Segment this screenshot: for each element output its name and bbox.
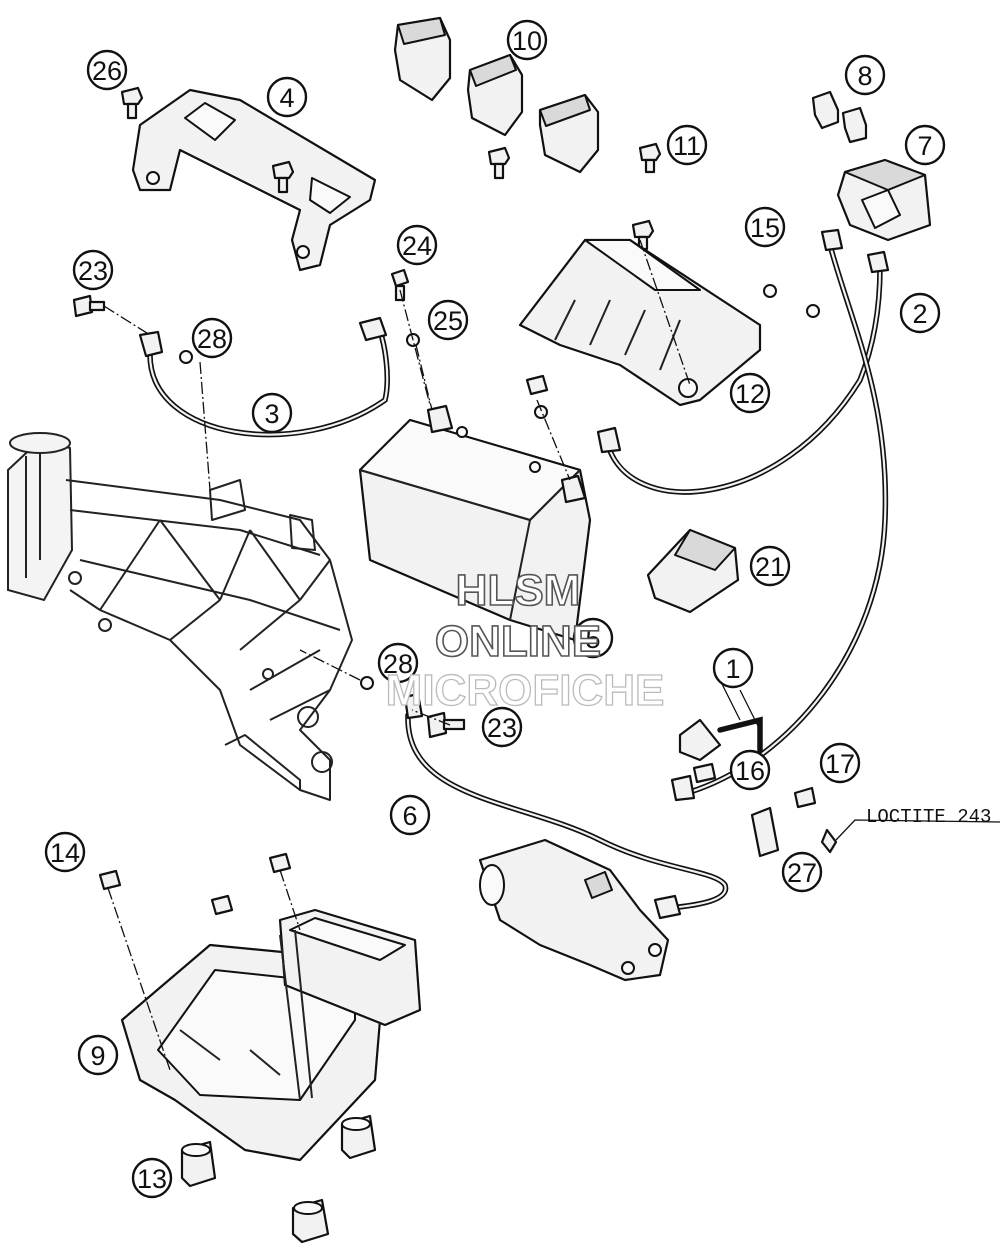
callout-1: 1 — [712, 647, 754, 689]
callout-7: 7 — [904, 124, 946, 166]
callout-9: 9 — [77, 1034, 119, 1076]
callout-circle — [729, 749, 771, 791]
callout-label: 6 — [402, 801, 417, 831]
battery-holder-bracket — [131, 88, 377, 272]
callout-circle — [712, 647, 754, 689]
callout-16: 16 — [729, 749, 771, 791]
callout-circle — [899, 292, 941, 334]
callout-24: 24 — [396, 224, 438, 266]
callout-circle — [749, 545, 791, 587]
callout-circle — [266, 76, 308, 118]
battery-cover — [518, 238, 762, 407]
callout-label: 16 — [735, 756, 765, 786]
callout-label: 12 — [735, 379, 765, 409]
callout-23: 23 — [72, 249, 114, 291]
callout-label: 28 — [197, 324, 227, 354]
callout-12: 12 — [729, 372, 771, 414]
callout-circle — [506, 19, 548, 61]
callout-4: 4 — [266, 76, 308, 118]
callout-23: 23 — [481, 706, 523, 748]
callout-circle — [819, 742, 861, 784]
callout-circle — [251, 392, 293, 434]
callout-3: 3 — [251, 392, 293, 434]
callout-circle — [904, 124, 946, 166]
callout-label: 8 — [857, 61, 872, 91]
rubber-buffers — [180, 1114, 377, 1244]
callout-label: 1 — [725, 654, 740, 684]
callout-8: 8 — [844, 54, 886, 96]
starter-motor — [478, 838, 670, 982]
callout-label: 3 — [264, 399, 279, 429]
callout-label: 10 — [512, 26, 542, 56]
callout-label: 5 — [585, 624, 600, 654]
callout-label: 11 — [673, 131, 701, 161]
misc-small-parts — [72, 268, 838, 916]
callout-25: 25 — [427, 299, 469, 341]
callout-circle — [781, 851, 823, 893]
callout-label: 26 — [92, 56, 122, 86]
callout-label: 24 — [402, 231, 432, 261]
watermark-line-3: MICROFICHE — [386, 666, 665, 715]
callout-circle — [481, 706, 523, 748]
callout-21: 21 — [749, 545, 791, 587]
callout-13: 13 — [131, 1157, 173, 1199]
terminal-cover — [646, 528, 740, 614]
callout-circle — [389, 794, 431, 836]
callout-circle — [427, 299, 469, 341]
battery-tray — [120, 908, 422, 1162]
callout-circle — [844, 54, 886, 96]
callout-label: 15 — [750, 213, 780, 243]
callout-15: 15 — [744, 206, 786, 248]
callout-10: 10 — [506, 19, 548, 61]
callout-label: 2 — [912, 299, 927, 329]
callout-14: 14 — [44, 831, 86, 873]
callout-label: 25 — [433, 306, 463, 336]
callout-label: 14 — [50, 838, 80, 868]
callout-label: 23 — [487, 713, 517, 743]
callout-circle — [44, 831, 86, 873]
callout-label: 9 — [90, 1041, 105, 1071]
battery — [358, 404, 592, 642]
callout-28: 28 — [377, 642, 419, 684]
callout-label: 23 — [78, 256, 108, 286]
fuses-and-relay — [811, 90, 932, 242]
callout-6: 6 — [389, 794, 431, 836]
callout-circle — [72, 249, 114, 291]
callout-circle — [131, 1157, 173, 1199]
callout-label: 7 — [917, 131, 932, 161]
callout-2: 2 — [899, 292, 941, 334]
callout-circle — [191, 317, 233, 359]
watermark-line-1: HLSM — [456, 566, 581, 615]
callout-11: 11 — [666, 124, 708, 166]
callout-5: 5 — [572, 617, 614, 659]
watermark-line-2: ONLINE — [435, 617, 601, 666]
callout-circle — [729, 372, 771, 414]
callout-28: 28 — [191, 317, 233, 359]
callout-label: 21 — [755, 552, 785, 582]
leader-lines — [103, 239, 1000, 1071]
callout-label: 13 — [137, 1164, 167, 1194]
callout-label: 4 — [279, 83, 294, 113]
callout-17: 17 — [819, 742, 861, 784]
callout-label: 28 — [383, 649, 413, 679]
callout-label: 27 — [787, 858, 817, 888]
callout-label: 17 — [825, 749, 855, 779]
callout-circle — [572, 617, 614, 659]
callout-circle — [86, 49, 128, 91]
watermark: HLSM ONLINE MICROFICHE — [385, 565, 665, 715]
callout-27: 27 — [781, 851, 823, 893]
starter-relay-parts — [393, 16, 600, 174]
callout-26: 26 — [86, 49, 128, 91]
callout-circle — [744, 206, 786, 248]
loctite-note: LOCTITE 243 — [866, 806, 991, 828]
callout-circle — [666, 124, 708, 166]
callout-circle — [396, 224, 438, 266]
cables — [138, 228, 890, 920]
motorcycle-frame — [7, 432, 353, 801]
callout-circle — [77, 1034, 119, 1076]
callout-circle — [377, 642, 419, 684]
